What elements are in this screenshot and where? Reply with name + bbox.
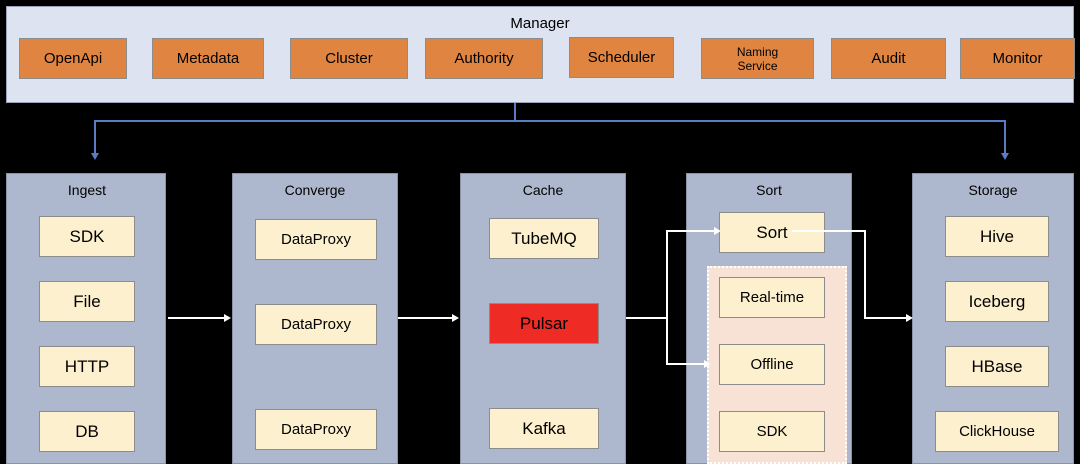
node-offline[interactable]: Offline (719, 344, 825, 385)
node-dataproxy-1[interactable]: DataProxy (255, 219, 377, 260)
column-sort: Sort Sort Real-time Offline SDK (686, 173, 852, 464)
node-real-time[interactable]: Real-time (719, 277, 825, 318)
node-sort[interactable]: Sort (719, 212, 825, 253)
manager-section: Manager OpenApi Metadata Cluster Authori… (6, 6, 1075, 103)
node-iceberg[interactable]: Iceberg (945, 281, 1049, 322)
node-sort-sdk[interactable]: SDK (719, 411, 825, 452)
arrow-down-right-icon (1001, 153, 1009, 160)
arrow-right-icon (906, 314, 913, 322)
column-title-cache: Cache (522, 182, 564, 198)
connector-segment (168, 317, 226, 319)
node-kafka[interactable]: Kafka (489, 408, 599, 449)
node-pulsar[interactable]: Pulsar (489, 303, 599, 344)
manager-item-monitor[interactable]: Monitor (960, 38, 1075, 79)
column-converge: Converge DataProxy DataProxy DataProxy (232, 173, 398, 464)
connector-segment (1004, 120, 1006, 156)
node-db[interactable]: DB (39, 411, 135, 452)
node-http[interactable]: HTTP (39, 346, 135, 387)
column-cache: Cache TubeMQ Pulsar Kafka (460, 173, 626, 464)
column-storage: Storage Hive Iceberg HBase ClickHouse (912, 173, 1074, 464)
connector-segment (626, 317, 668, 319)
node-hive[interactable]: Hive (945, 216, 1049, 257)
connector-segment (666, 317, 668, 365)
arrow-right-icon (704, 360, 711, 368)
arrow-down-left-icon (91, 153, 99, 160)
manager-item-scheduler[interactable]: Scheduler (569, 37, 674, 78)
column-title-converge: Converge (284, 182, 346, 198)
connector-segment (666, 230, 668, 319)
connector-segment (666, 230, 718, 232)
connector-segment (864, 230, 866, 319)
arrow-right-icon (452, 314, 459, 322)
node-sdk[interactable]: SDK (39, 216, 135, 257)
node-dataproxy-2[interactable]: DataProxy (255, 304, 377, 345)
connector-segment (792, 230, 866, 232)
column-title-sort: Sort (756, 182, 782, 198)
manager-item-audit[interactable]: Audit (831, 38, 946, 79)
manager-title: Manager (510, 15, 570, 32)
manager-item-metadata[interactable]: Metadata (152, 38, 264, 79)
node-clickhouse[interactable]: ClickHouse (935, 411, 1059, 452)
manager-item-cluster[interactable]: Cluster (290, 38, 408, 79)
node-tubemq[interactable]: TubeMQ (489, 218, 599, 259)
node-dataproxy-3[interactable]: DataProxy (255, 409, 377, 450)
node-hbase[interactable]: HBase (945, 346, 1049, 387)
connector-segment (94, 120, 1005, 122)
node-file[interactable]: File (39, 281, 135, 322)
connector-segment (864, 317, 910, 319)
connector-segment (398, 317, 456, 319)
connector-segment (514, 103, 516, 122)
column-title-ingest: Ingest (67, 182, 107, 198)
manager-item-authority[interactable]: Authority (425, 38, 543, 79)
arrow-right-icon (714, 227, 721, 235)
connector-segment (666, 363, 708, 365)
manager-item-openapi[interactable]: OpenApi (19, 38, 127, 79)
column-title-storage: Storage (968, 182, 1018, 198)
column-ingest: Ingest SDK File HTTP DB (6, 173, 166, 464)
connector-segment (94, 120, 96, 156)
arrow-right-icon (224, 314, 231, 322)
